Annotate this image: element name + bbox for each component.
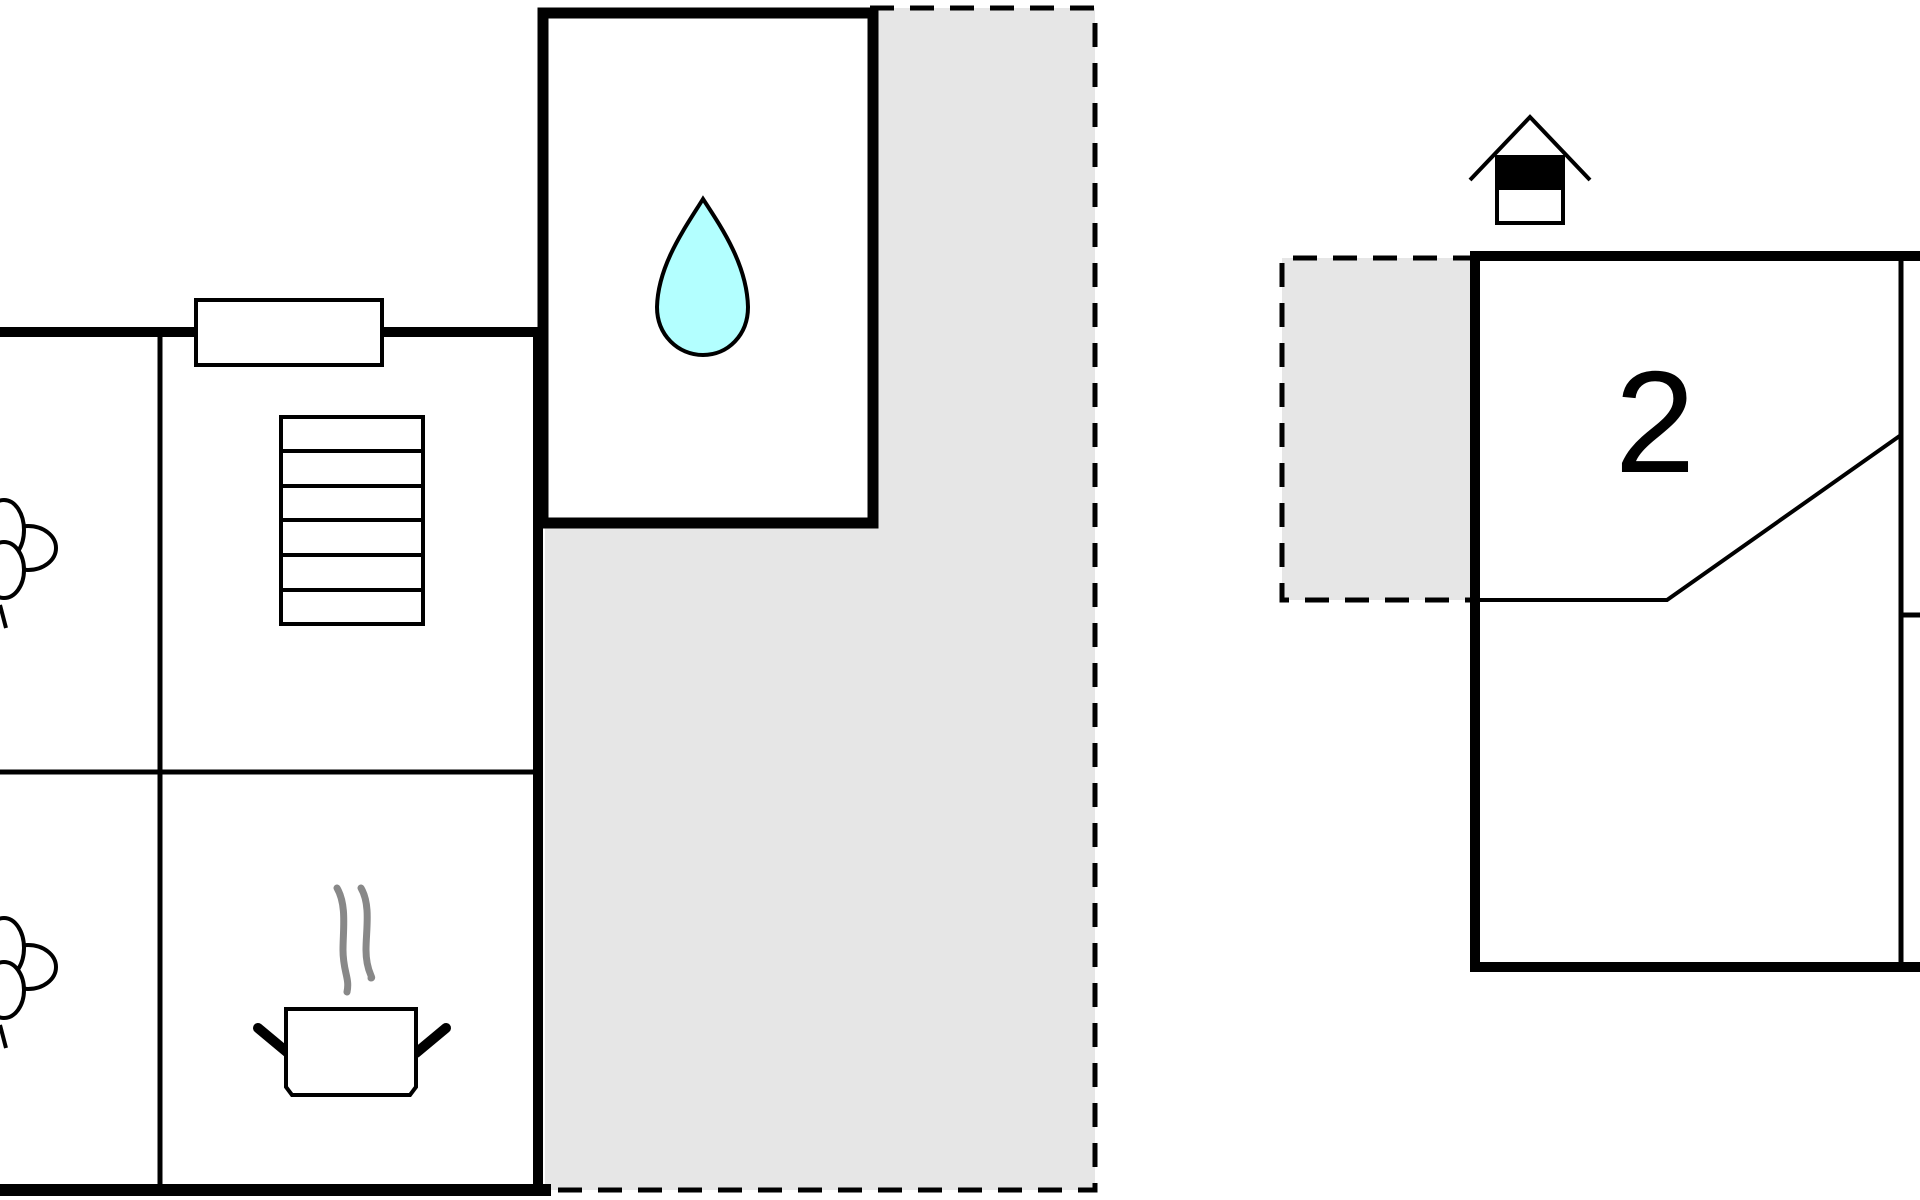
entrance-terrace	[1279, 255, 1477, 603]
terrace-left-dashed-border	[545, 5, 1098, 1193]
bathroom	[537, 7, 879, 529]
cooking-pot-icon	[253, 884, 451, 1097]
radiator-icon	[194, 298, 384, 367]
flower-icon	[0, 498, 58, 629]
water-drop-icon	[654, 195, 751, 358]
house-entrance-icon	[1468, 114, 1592, 225]
right-building-walls	[1470, 251, 1920, 972]
terrace-left	[545, 8, 1095, 1190]
bed-outline	[1475, 433, 1903, 602]
flower-icon	[0, 916, 58, 1049]
stairs-icon	[279, 415, 425, 626]
left-building-walls	[0, 327, 551, 1196]
terrace-area	[545, 5, 1098, 1193]
room-number: 2	[1615, 341, 1696, 503]
